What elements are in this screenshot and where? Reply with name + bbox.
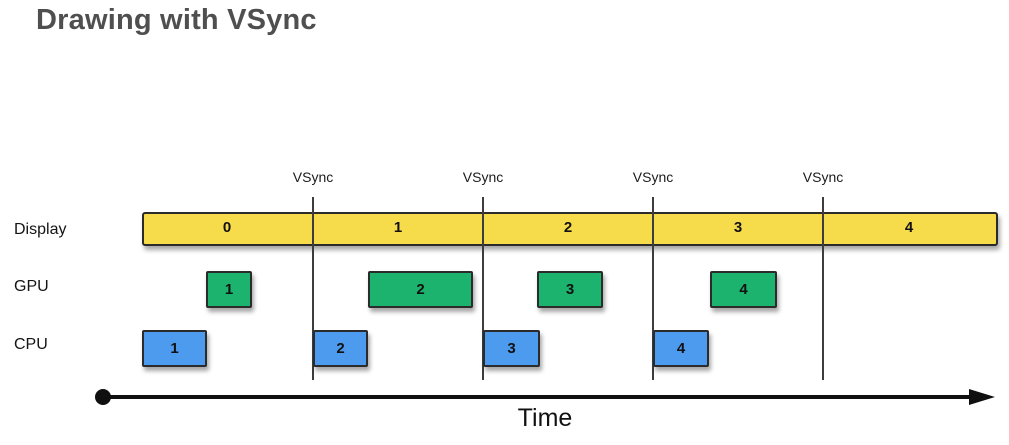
time-axis-label: Time xyxy=(517,404,573,432)
display-row-label: Display xyxy=(14,221,67,238)
page-title: Drawing with VSync xyxy=(36,4,317,36)
display-segment-label: 1 xyxy=(393,219,403,236)
vsync-line xyxy=(822,197,824,380)
display-segment-label: 4 xyxy=(904,219,914,236)
vsync-line xyxy=(652,197,654,380)
gpu-box: 2 xyxy=(368,271,473,308)
vsync-label: VSync xyxy=(802,169,844,185)
display-segment-label: 2 xyxy=(563,219,573,236)
cpu-box: 1 xyxy=(142,330,207,367)
cpu-box: 4 xyxy=(653,330,709,367)
gpu-box: 3 xyxy=(537,271,603,308)
display-segment-label: 3 xyxy=(733,219,743,236)
cpu-box: 3 xyxy=(483,330,540,367)
vsync-label: VSync xyxy=(292,169,334,185)
vsync-line xyxy=(312,197,314,380)
time-axis-line xyxy=(103,395,975,399)
cpu-row-label: CPU xyxy=(14,336,48,353)
gpu-box: 1 xyxy=(206,271,252,308)
gpu-box: 4 xyxy=(710,271,777,308)
display-segment-label: 0 xyxy=(222,219,232,236)
gpu-row-label: GPU xyxy=(14,278,49,295)
vsync-label: VSync xyxy=(462,169,504,185)
display-bar xyxy=(142,212,998,246)
time-axis-arrowhead-icon xyxy=(969,389,995,405)
vsync-line xyxy=(482,197,484,380)
cpu-box: 2 xyxy=(313,330,368,367)
vsync-label: VSync xyxy=(632,169,674,185)
